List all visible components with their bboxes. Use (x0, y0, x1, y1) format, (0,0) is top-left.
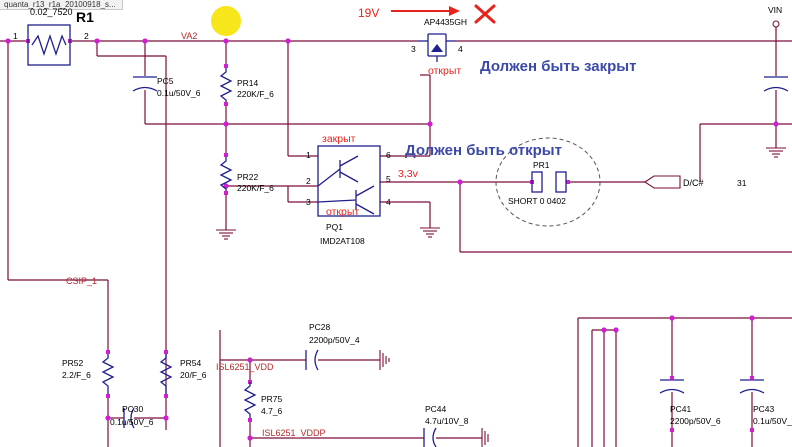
pc44-value: 4.7u/10V_8 (425, 416, 469, 426)
vin-port (772, 20, 780, 28)
pr22-resistor (219, 157, 233, 191)
pr1-ref: PR1 (533, 160, 550, 170)
pq1-pin2: 2 (306, 176, 311, 186)
pc5-capacitor (132, 76, 158, 92)
vin-label: VIN (768, 5, 782, 15)
pc44-ref: PC44 (425, 404, 447, 414)
pr1-value: SHORT 0 0402 (508, 196, 566, 206)
pr75-resistor (243, 382, 257, 418)
pq1-pin3: 3 (306, 197, 311, 207)
annotation-open-1: открыт (428, 65, 461, 77)
highlight-marker (211, 6, 241, 36)
pc5-ref: PC5 (157, 76, 174, 86)
pr52-value: 2.2/F_6 (62, 370, 91, 380)
pc28-ref: PC28 (309, 322, 331, 332)
r1-value: 0.02_7520 (30, 7, 73, 17)
ground-symbol (216, 229, 236, 240)
ap4435-mosfet (418, 33, 456, 76)
net-csip: CSIP_1 (66, 276, 97, 286)
ground-symbol (481, 428, 489, 447)
pr54-resistor (159, 354, 173, 394)
pc43-ref: PC43 (753, 404, 775, 414)
pr22-ref: PR22 (237, 172, 259, 182)
pr14-ref: PR14 (237, 78, 259, 88)
pc5-value: 0.1u/50V_6 (157, 88, 201, 98)
pc30-value: 0.1u/50V_6 (110, 417, 154, 427)
r1-pin2: 2 (84, 31, 89, 41)
r1-pin1: 1 (13, 31, 18, 41)
net-isl-vddp: ISL6251_VDDP (262, 428, 326, 438)
pc30-ref: PC30 (122, 404, 144, 414)
pin-markers (670, 376, 754, 432)
annotation-closed: закрыт (322, 133, 356, 145)
pc41-ref: PC41 (670, 404, 692, 414)
main-rail-wires (0, 40, 792, 447)
annotation-open-2: открыт (326, 206, 359, 218)
net-isl-vdd: ISL6251_VDD (216, 362, 274, 372)
annotation-3v3: 3,3v (398, 168, 419, 180)
pq1-pin6: 6 (386, 150, 391, 160)
pr22-value: 220K/F_6 (237, 183, 274, 193)
pq1-ref: PQ1 (326, 222, 343, 232)
pr1-short-jumper (495, 137, 601, 227)
pr14-value: 220K/F_6 (237, 89, 274, 99)
pq1-value: IMD2AT108 (320, 236, 365, 246)
pin-31: 31 (737, 178, 747, 188)
annotation-19v: 19V (358, 6, 379, 20)
pq1-pin4: 4 (386, 197, 391, 207)
annotation-must-be-closed: Должен быть закрыт (480, 58, 636, 75)
pr52-resistor (101, 354, 115, 394)
pr54-value: 20/F_6 (180, 370, 207, 380)
net-dc: D/C# (683, 178, 704, 188)
pr14-resistor (219, 68, 233, 102)
net-va2: VA2 (181, 31, 197, 41)
mosfet-pin3: 3 (411, 44, 416, 54)
ground-symbol (420, 227, 440, 238)
pq1-pin5: 5 (386, 174, 391, 184)
junction-dots (5, 38, 779, 441)
ground-symbol (379, 350, 390, 370)
document-tab[interactable]: quanta_r13_r1a_20100918_s... (0, 0, 123, 10)
pq1-transistor (317, 145, 381, 217)
pr52-ref: PR52 (62, 358, 84, 368)
pc28-value: 2200p/50V_4 (309, 335, 360, 345)
mosfet-pin4: 4 (458, 44, 463, 54)
cross-mark-icon (474, 4, 496, 24)
r1-ref: R1 (76, 9, 94, 25)
pr54-ref: PR54 (180, 358, 202, 368)
mosfet-ref: AP4435GH (424, 17, 467, 27)
pr75-value: 4.7_6 (261, 406, 283, 416)
pr75-ref: PR75 (261, 394, 283, 404)
dc-connector (644, 175, 681, 189)
pc43-value: 0.1u/50V_6 (753, 416, 792, 426)
r1-sense-resistor (27, 24, 71, 66)
annotation-must-be-open: Должен быть открыт (405, 142, 562, 159)
pq1-pin1: 1 (306, 150, 311, 160)
ground-symbol (766, 147, 786, 158)
pc41-value: 2200p/50V_6 (670, 416, 721, 426)
